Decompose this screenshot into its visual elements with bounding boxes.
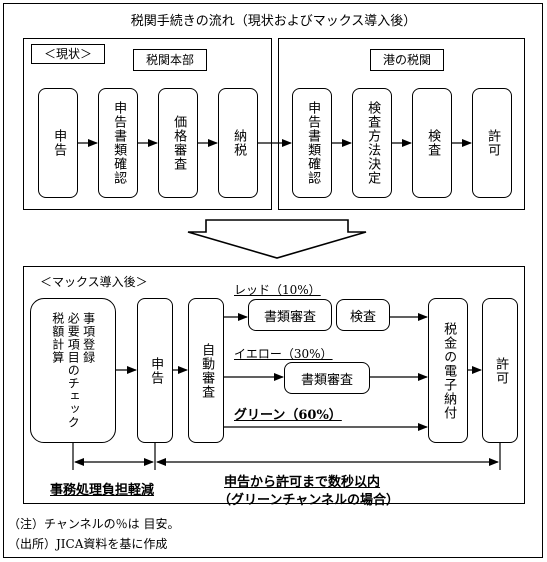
transition-arrow [187, 219, 367, 259]
after-declare-box: 申告 [137, 298, 173, 443]
red-channel-text: レッド（10%） [234, 283, 321, 297]
note-line: （注）チャンネルの％は 目安。 [8, 517, 180, 531]
hq-step-label: 納税 [231, 129, 247, 157]
hq-step-label: 申告 [51, 129, 67, 157]
pre-box-text: 必要項目のチェック [66, 312, 81, 429]
port-step-inspection: 検査 [412, 88, 452, 198]
yellow-doc-review-box: 書類審査 [284, 362, 370, 394]
reduction-text: 事務処理負担軽減 [50, 483, 155, 498]
port-step-label: 検査方法決定 [365, 101, 381, 185]
hq-step-doc-check: 申告書類確認 [98, 88, 138, 198]
outer-frame [3, 3, 543, 558]
auto-review-box: 自動審査 [188, 298, 224, 443]
port-step-label: 検査 [425, 129, 441, 157]
pre-registration-box: 事項登録 必要項目のチェック 税額計算 [30, 298, 116, 443]
diagram-title: 税関手続きの流れ（現状およびマックス導入後） [130, 14, 417, 29]
red-doc-review-label: 書類審査 [263, 309, 316, 325]
port-label: 港の税関 [370, 49, 444, 71]
port-step-label: 申告書類確認 [305, 101, 321, 185]
yellow-channel-label: イエロー（30%） [234, 345, 333, 362]
port-step-doc-check: 申告書類確認 [292, 88, 332, 198]
current-label: ＜現状＞ [31, 44, 105, 64]
port-step-label: 許可 [485, 129, 501, 157]
source-line: （出所）JICA資料を基に作成 [8, 537, 168, 551]
red-inspection-label: 検査 [349, 309, 376, 325]
port-step-inspection-method: 検査方法決定 [352, 88, 392, 198]
hq-step-declare: 申告 [38, 88, 78, 198]
pre-box-text: 事項登録 [81, 312, 96, 364]
hq-step-label: 価格審査 [171, 115, 187, 171]
e-payment-label: 税金の電子納付 [441, 321, 457, 420]
after-declare-label: 申告 [148, 356, 164, 385]
red-doc-review-box: 書類審査 [248, 299, 332, 331]
hq-step-price-review: 価格審査 [158, 88, 198, 198]
after-permit-label: 許可 [493, 356, 509, 385]
green-channel-text: グリーン（60%） [234, 408, 342, 423]
red-inspection-box: 検査 [336, 299, 390, 331]
hq-step-label: 申告書類確認 [111, 101, 127, 185]
after-label: ＜マックス導入後＞ [40, 275, 148, 289]
e-payment-box: 税金の電子納付 [428, 298, 468, 443]
red-channel-label: レッド（10%） [234, 281, 321, 298]
pre-box-text: 税額計算 [50, 312, 65, 364]
time-subtext: （グリーンチャンネルの場合） [218, 493, 399, 508]
green-channel-label: グリーン（60%） [234, 404, 342, 423]
yellow-channel-text: イエロー（30%） [234, 347, 333, 361]
auto-review-label: 自動審査 [199, 342, 215, 399]
hq-step-tax-payment: 納税 [218, 88, 258, 198]
yellow-doc-review-label: 書類審査 [300, 372, 353, 388]
time-text: 申告から許可まで数秒以内 [224, 475, 381, 490]
port-step-permit: 許可 [472, 88, 512, 198]
hq-label: 税関本部 [133, 49, 207, 71]
after-permit-box: 許可 [482, 298, 518, 443]
